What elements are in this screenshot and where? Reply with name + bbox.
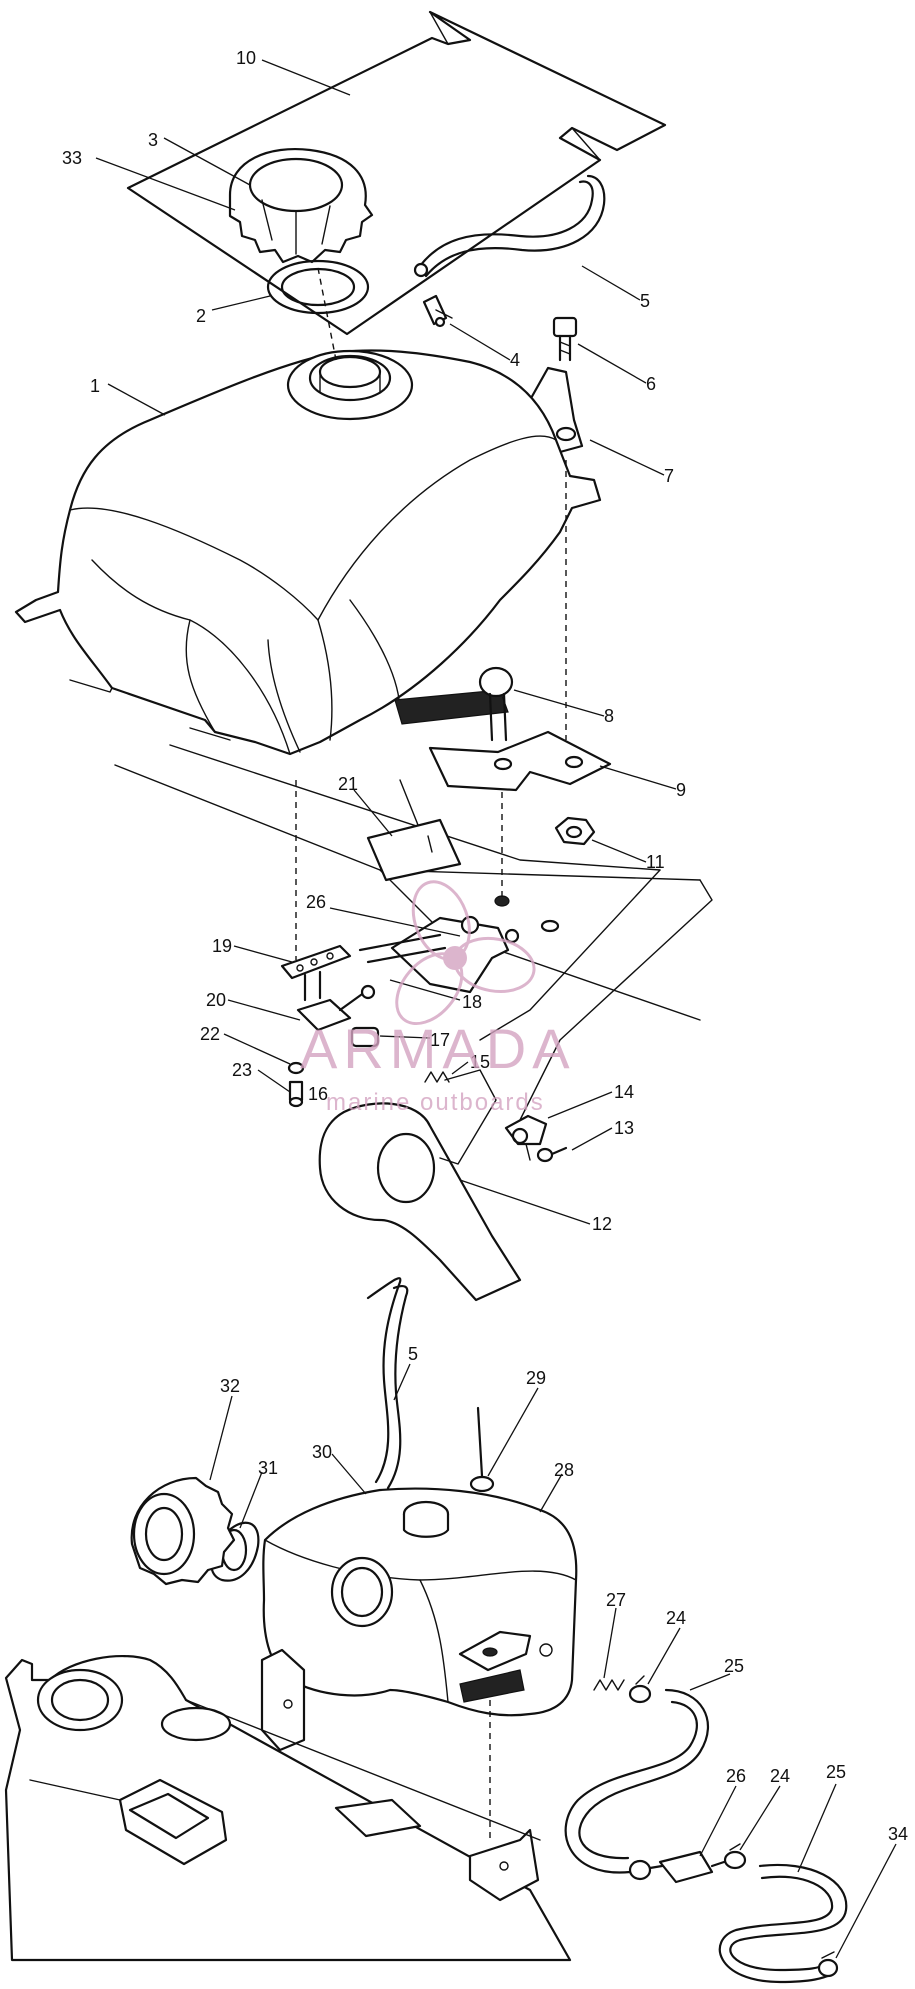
callout-5: 5 bbox=[640, 291, 650, 311]
callout-18: 18 bbox=[462, 992, 482, 1012]
frame-tube-12 bbox=[318, 1069, 522, 1302]
oil-tank-28 bbox=[262, 1487, 578, 1717]
callout-25b: 25 bbox=[826, 1762, 846, 1782]
screw-13 bbox=[536, 1146, 568, 1163]
callout-26b: 26 bbox=[726, 1766, 746, 1786]
callout-13: 13 bbox=[614, 1118, 634, 1138]
watermark-title: ARMADA bbox=[300, 1017, 576, 1080]
callout-4: 4 bbox=[510, 350, 520, 370]
callout-7: 7 bbox=[664, 466, 674, 486]
callout-5b: 5 bbox=[408, 1344, 418, 1364]
callout-14: 14 bbox=[614, 1082, 634, 1102]
part-17 bbox=[350, 1026, 380, 1048]
callout-19: 19 bbox=[212, 936, 232, 956]
screw-23 bbox=[288, 1080, 304, 1108]
callout-numbers: 10 33 3 2 5 4 6 1 7 8 9 21 11 26 19 18 2… bbox=[62, 48, 908, 1844]
clamp-34 bbox=[817, 1951, 839, 1978]
callout-30: 30 bbox=[312, 1442, 332, 1462]
callout-24a: 24 bbox=[666, 1608, 686, 1628]
watermark-propeller-icon bbox=[395, 880, 536, 1026]
filter-26b bbox=[628, 1850, 726, 1884]
callout-10: 10 bbox=[236, 48, 256, 68]
callout-27: 27 bbox=[606, 1590, 626, 1610]
nut-11 bbox=[554, 816, 596, 846]
spring-27 bbox=[593, 1679, 625, 1691]
callout-32: 32 bbox=[220, 1376, 240, 1396]
callout-12: 12 bbox=[592, 1214, 612, 1234]
callout-11: 11 bbox=[646, 852, 665, 872]
bolt-6 bbox=[552, 316, 578, 362]
vent-hose-5 bbox=[413, 174, 606, 278]
fuel-tank-1 bbox=[14, 349, 602, 756]
callout-3: 3 bbox=[148, 130, 158, 150]
plate-19 bbox=[280, 944, 352, 980]
bolt-29 bbox=[469, 1406, 495, 1493]
clamp-24a bbox=[628, 1675, 652, 1704]
petcock-20 bbox=[296, 970, 376, 1032]
spring-15 bbox=[424, 1071, 450, 1083]
callout-24b: 24 bbox=[770, 1766, 790, 1786]
center-lines bbox=[295, 267, 567, 1840]
fuel-cap-3 bbox=[228, 148, 374, 264]
leader-lines bbox=[95, 59, 897, 1959]
callout-31: 31 bbox=[258, 1458, 278, 1478]
callout-25a: 25 bbox=[724, 1656, 744, 1676]
callout-34: 34 bbox=[888, 1824, 908, 1844]
fitting-4 bbox=[422, 294, 453, 328]
callout-22: 22 bbox=[200, 1024, 220, 1044]
bolt-8 bbox=[478, 666, 514, 742]
callout-29: 29 bbox=[526, 1368, 546, 1388]
watermark: ARMADA marine outboards bbox=[300, 880, 576, 1116]
panel-10 bbox=[126, 10, 667, 336]
bracket-9 bbox=[428, 730, 612, 792]
callout-28: 28 bbox=[554, 1460, 574, 1480]
frame-bottom bbox=[4, 1648, 572, 1962]
callout-33: 33 bbox=[62, 148, 82, 168]
callout-23: 23 bbox=[232, 1060, 252, 1080]
callout-26: 26 bbox=[306, 892, 326, 912]
callout-16: 16 bbox=[308, 1084, 328, 1104]
clamp-24b bbox=[723, 1843, 747, 1870]
decal-21 bbox=[366, 818, 462, 882]
knob-14 bbox=[504, 1114, 548, 1146]
oil-cap-32 bbox=[130, 1476, 236, 1586]
callout-8: 8 bbox=[604, 706, 614, 726]
callout-2: 2 bbox=[196, 306, 206, 326]
callout-9: 9 bbox=[676, 780, 686, 800]
hose-25b bbox=[718, 1863, 848, 1984]
hole bbox=[494, 895, 510, 907]
hose-25a bbox=[564, 1688, 710, 1874]
callout-6: 6 bbox=[646, 374, 656, 394]
callout-21: 21 bbox=[338, 774, 358, 794]
callout-20: 20 bbox=[206, 990, 226, 1010]
watermark-subtitle: marine outboards bbox=[326, 1089, 545, 1116]
callout-1: 1 bbox=[90, 376, 100, 396]
callout-15: 15 bbox=[470, 1052, 490, 1072]
vent-hose-5b bbox=[366, 1277, 409, 1490]
callout-17: 17 bbox=[430, 1030, 450, 1050]
washer-22 bbox=[287, 1061, 305, 1075]
